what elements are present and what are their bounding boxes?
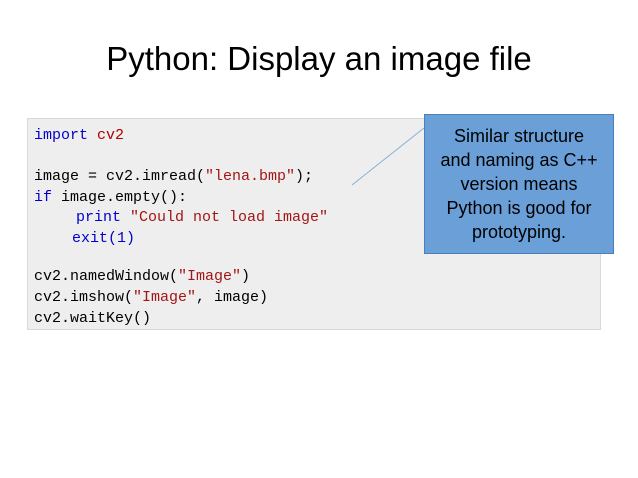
code-line-print: print "Could not load image": [76, 208, 328, 228]
code-imshow-call: cv2.imshow(: [34, 289, 134, 306]
code-imread-call: image = cv2.imread(: [34, 168, 206, 185]
code-line-if: if image.empty():: [34, 188, 187, 208]
code-string-filename: "lena.bmp": [205, 168, 296, 185]
code-string-window-name: "Image": [178, 268, 242, 285]
code-line-imshow: cv2.imshow("Image", image): [34, 288, 268, 308]
code-keyword-print: print: [76, 209, 122, 226]
code-keyword-if: if: [34, 189, 53, 206]
code-exit-call: exit(1): [72, 230, 136, 247]
code-condition: image.empty():: [52, 189, 188, 206]
code-keyword-import: import: [34, 127, 89, 144]
code-line-exit: exit(1): [72, 229, 135, 249]
callout-box: Similar structure and naming as C++ vers…: [424, 114, 614, 254]
code-string-window-name-2: "Image": [133, 289, 197, 306]
code-module-cv2: cv2: [88, 127, 125, 144]
slide-title: Python: Display an image file: [106, 40, 532, 77]
code-namedwindow-close: ): [241, 268, 251, 285]
code-namedwindow-call: cv2.namedWindow(: [34, 268, 179, 285]
code-imread-close: );: [295, 168, 314, 185]
code-waitkey-call: cv2.waitKey(): [34, 310, 152, 327]
code-line-imread: image = cv2.imread("lena.bmp");: [34, 167, 313, 187]
code-line-namedwindow: cv2.namedWindow("Image"): [34, 267, 250, 287]
code-line-waitkey: cv2.waitKey(): [34, 309, 151, 329]
code-imshow-args: , image): [196, 289, 269, 306]
code-line-import: import cv2: [34, 126, 124, 146]
code-string-message: "Could not load image": [121, 209, 329, 226]
callout-text: Similar structure and naming as C++ vers…: [440, 126, 598, 242]
